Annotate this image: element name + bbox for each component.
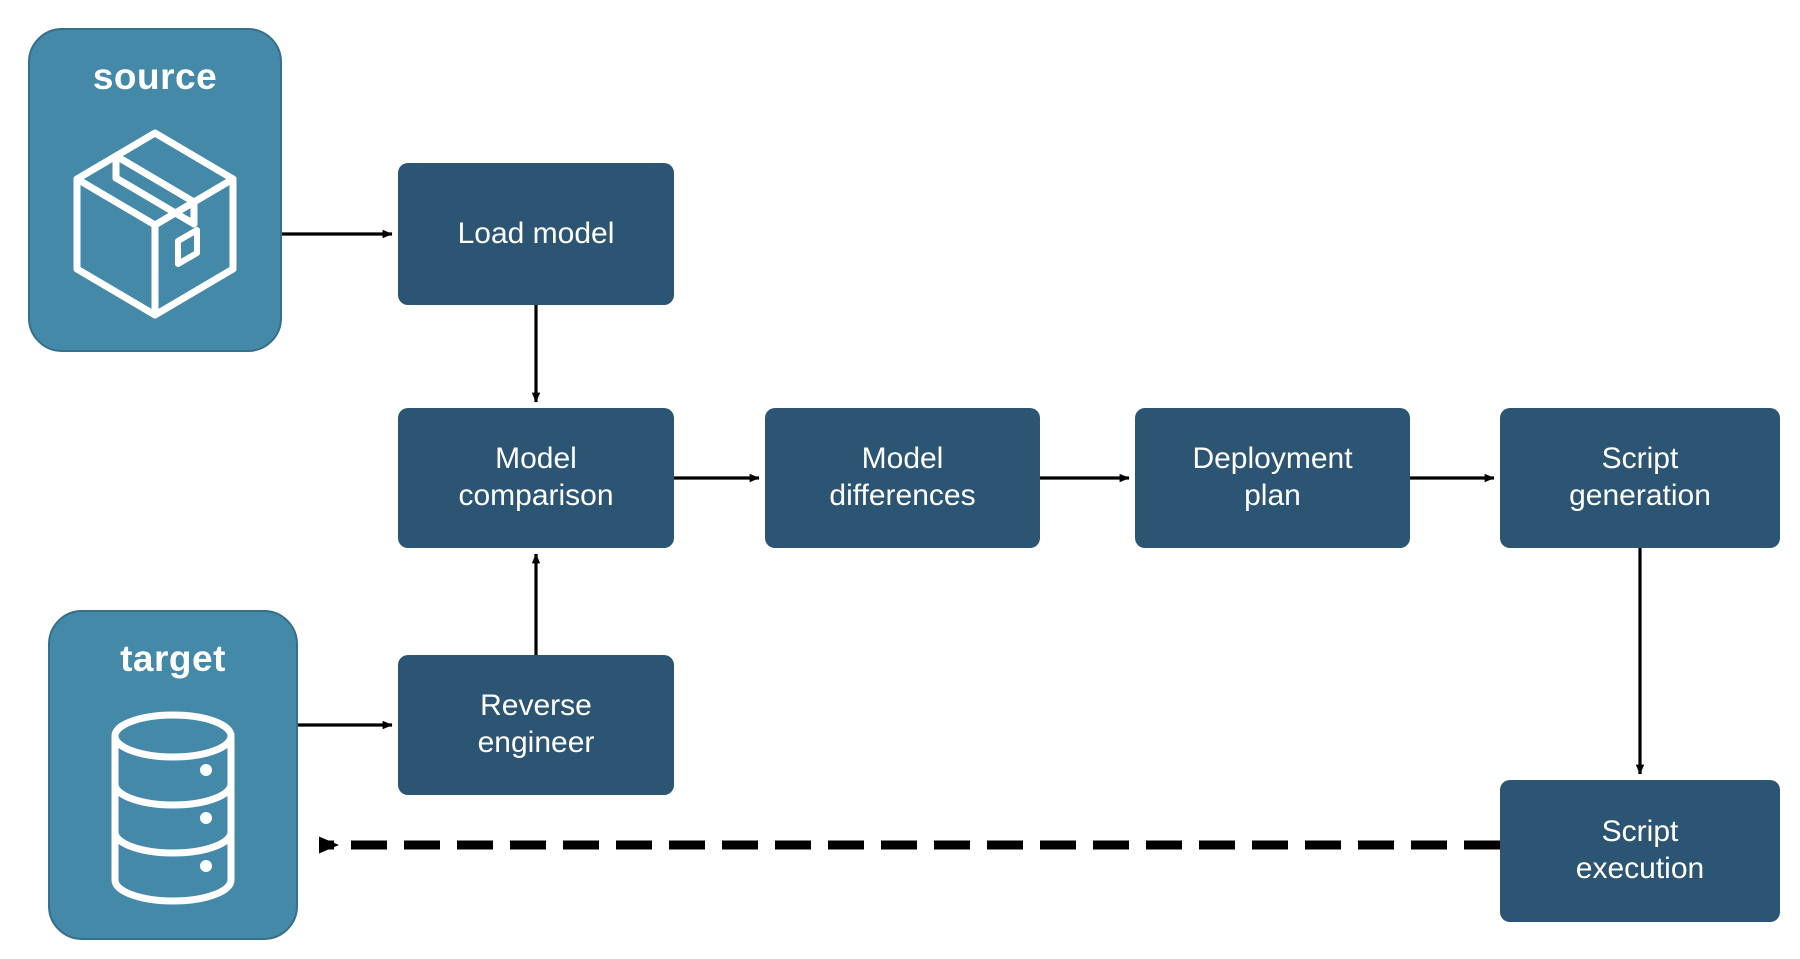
process-deployment-plan-label: Deployment plan xyxy=(1192,442,1353,512)
process-model-differences-label: Model differences xyxy=(829,442,976,512)
process-load-model-label: Load model xyxy=(457,216,615,250)
database-cylinder-icon xyxy=(50,677,296,938)
source-node[interactable]: source xyxy=(28,28,282,352)
process-reverse-engineer-label: Reverse engineer xyxy=(477,689,595,759)
process-load-model[interactable]: Load model xyxy=(398,163,674,305)
process-model-differences[interactable]: Model differences xyxy=(765,408,1040,548)
process-reverse-engineer[interactable]: Reverse engineer xyxy=(398,655,674,795)
package-box-icon xyxy=(30,95,280,350)
process-script-execution[interactable]: Script execution xyxy=(1500,780,1780,922)
process-script-generation-label: Script generation xyxy=(1569,442,1711,512)
target-node[interactable]: target xyxy=(48,610,298,940)
process-script-generation[interactable]: Script generation xyxy=(1500,408,1780,548)
process-script-execution-label: Script execution xyxy=(1575,815,1705,885)
process-model-comparison[interactable]: Model comparison xyxy=(398,408,674,548)
process-model-comparison-label: Model comparison xyxy=(458,442,614,512)
process-deployment-plan[interactable]: Deployment plan xyxy=(1135,408,1410,548)
target-node-label: target xyxy=(120,638,226,679)
source-node-label: source xyxy=(92,56,218,97)
